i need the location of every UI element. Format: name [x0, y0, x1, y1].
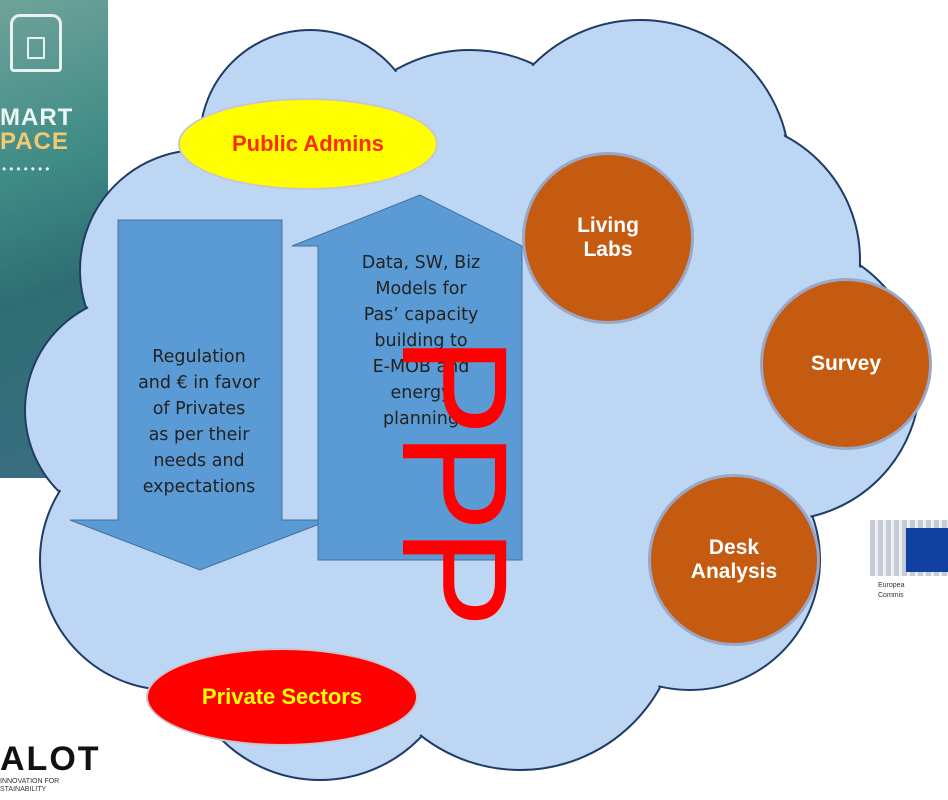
- up-line: Models for: [375, 279, 467, 299]
- down-arrow: [69, 219, 331, 571]
- up-arrow-text: Data, SW, Biz Models for Pas’ capacity b…: [322, 250, 520, 432]
- desk-analysis-circle: Desk Analysis: [648, 474, 820, 646]
- poster-line2: PACE: [0, 128, 69, 155]
- down-line: Regulation: [152, 347, 246, 367]
- public-admins-label: Public Admins: [232, 131, 384, 156]
- european-commission-logo: Europea Commis: [870, 520, 948, 630]
- alot-logo: ALOT INNOVATION FOR STAINABILITY: [0, 740, 110, 800]
- up-line: Data, SW, Biz: [361, 253, 481, 273]
- alot-logo-line1: INNOVATION FOR: [0, 778, 60, 785]
- poster-dots: •••••••: [2, 162, 53, 176]
- public-admins-ellipse: Public Admins: [178, 98, 438, 190]
- down-line: as per their: [148, 425, 250, 445]
- house-icon: [10, 14, 62, 72]
- ppp-label: PPP: [371, 335, 539, 625]
- up-line: Pas’ capacity: [363, 305, 479, 325]
- down-line: of Privates: [152, 399, 246, 419]
- desk-analysis-line: Desk: [708, 536, 760, 559]
- survey-label: Survey: [810, 352, 882, 375]
- living-labs-line: Labs: [583, 238, 633, 261]
- eu-logo-line1: Europea: [878, 582, 905, 589]
- down-arrow-text: Regulation and € in favor of Privates as…: [118, 344, 280, 500]
- up-line: building to: [374, 331, 468, 351]
- private-sectors-label: Private Sectors: [201, 684, 363, 709]
- living-labs-circle: Living Labs: [522, 152, 694, 324]
- eu-flag-icon: [906, 528, 948, 572]
- living-labs-line: Living: [577, 214, 639, 237]
- alot-logo-text: ALOT: [0, 740, 101, 778]
- down-line: needs and: [153, 451, 245, 471]
- poster-line1: MART: [0, 104, 74, 131]
- desk-analysis-line: Analysis: [690, 560, 778, 583]
- up-arrow: [291, 194, 523, 561]
- alot-logo-line2: STAINABILITY: [0, 786, 47, 793]
- down-line: and € in favor: [138, 373, 260, 393]
- up-line: planning: [383, 409, 459, 429]
- survey-circle: Survey: [760, 278, 932, 450]
- up-line: E-MOB and: [372, 357, 470, 377]
- down-line: expectations: [142, 477, 256, 497]
- private-sectors-ellipse: Private Sectors: [146, 648, 418, 746]
- up-line: energy: [390, 383, 452, 403]
- eu-logo-line2: Commis: [878, 592, 904, 599]
